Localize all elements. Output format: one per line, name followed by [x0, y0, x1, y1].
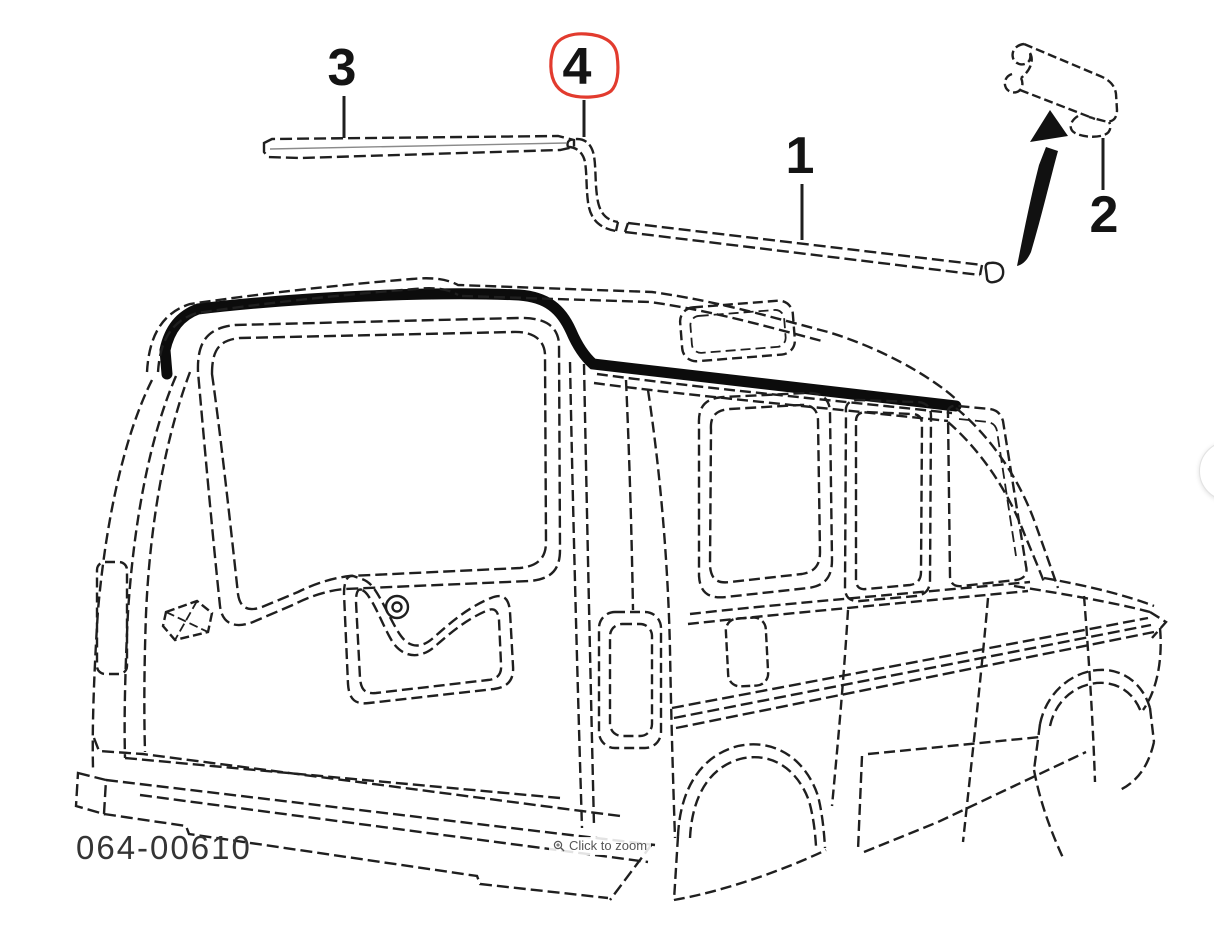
rear-window [196, 316, 562, 627]
rear-right-pillar [568, 361, 677, 839]
rear-wheel-arch [672, 743, 827, 902]
side-window-sliding-door [697, 391, 834, 599]
roof-vent [678, 299, 797, 363]
fuel-filler-door [724, 616, 770, 688]
installation-arrow-icon [1017, 110, 1068, 266]
side-window-front [946, 404, 1028, 588]
part-4-corner-molding [566, 137, 620, 233]
rocker-panel-lines [856, 735, 1087, 854]
callout-label-1: 1 [786, 127, 815, 185]
license-plate-bracket [161, 599, 214, 642]
right-taillight [597, 610, 663, 750]
part-2-end-cap-piece [1003, 42, 1119, 138]
left-taillight [95, 560, 129, 676]
body-side-moldings [671, 616, 1155, 730]
license-recess [342, 574, 515, 705]
part-3-molding-strip [262, 134, 576, 160]
front-wheel-arch [1032, 668, 1156, 861]
magnifier-plus-icon [553, 840, 565, 852]
click-to-zoom-hint[interactable]: Click to zoom [549, 837, 652, 855]
click-to-zoom-label: Click to zoom [569, 838, 648, 853]
callout-label-4: 4 [563, 38, 592, 96]
rear-bumper [74, 737, 656, 901]
rear-left-pillar [91, 371, 192, 769]
drip-rail-molding-highlight [159, 288, 962, 412]
callout-label-3: 3 [328, 39, 357, 97]
part-number-label: 064-00610 [76, 829, 252, 866]
van-body-drawing [74, 277, 1168, 902]
part-1-end-cap [984, 261, 1005, 284]
door-lock-grommet [384, 594, 410, 620]
callout-label-2: 2 [1090, 186, 1119, 244]
side-window-middle [843, 398, 933, 603]
part-1-molding-strip [623, 221, 984, 277]
callout-4-highlight-circle [549, 32, 620, 99]
door-seams [830, 595, 1097, 843]
cowl-ledge [1013, 576, 1168, 711]
